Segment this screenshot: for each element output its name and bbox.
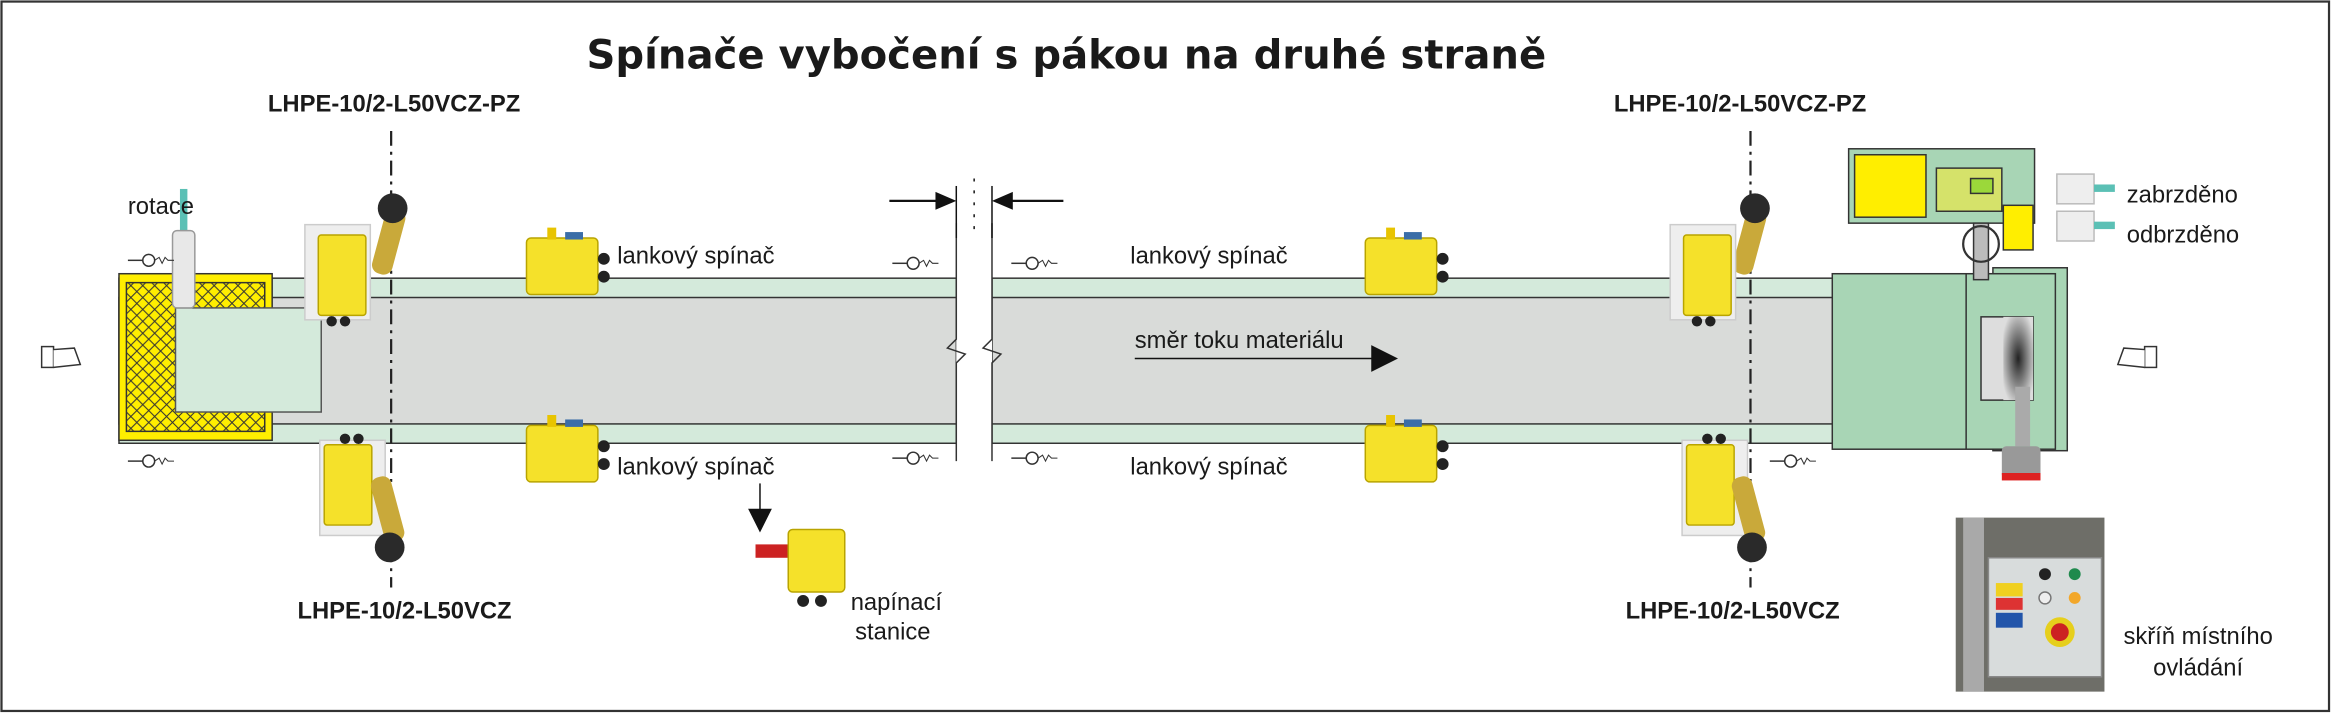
gap-dimension [889,178,1064,239]
drive-motor-brake [1847,148,2036,281]
model-label-bottom-right: LHPE-10/2-L50VCZ [1626,598,1840,625]
local-control-label: skříň místního [2123,623,2272,650]
diagram-title: Spínače vybočení s pákou na druhé straně [586,32,1546,78]
tension-arrow-head [748,508,772,533]
brake-sensors [2056,173,2115,242]
model-label-top-right: LHPE-10/2-L50VCZ-PZ [1614,91,1866,118]
conveyor-right-section [991,277,1835,445]
rotation-label: rotace [128,193,194,220]
model-label-top-left: LHPE-10/2-L50VCZ-PZ [268,91,520,118]
pull-switch-label: lankový spínač [617,453,774,480]
drive-head [1831,267,2069,481]
viewpoint-icon-left [40,345,82,369]
skew-switch-bottom-left [319,432,405,563]
tension-station-switch [755,528,846,607]
flow-arrow-head [1371,345,1399,372]
model-label-bottom-left: LHPE-10/2-L50VCZ [297,598,511,625]
pull-switch-label: lankový spínač [1130,242,1287,269]
viewpoint-icon-right [2116,345,2158,369]
break-mark [945,223,1003,462]
pull-switch-label: lankový spínač [617,242,774,269]
tail-station-guard [118,272,322,442]
released-label: odbrzděno [2127,221,2239,248]
rotation-sensor [171,188,196,309]
tension-station-label: napínací [851,589,943,616]
skew-switch-top-right [1669,193,1770,328]
local-control-cabinet-photo [1955,517,2105,692]
braked-label: zabrzděno [2127,181,2238,208]
tension-station-label: stanice [855,619,930,646]
local-control-label: ovládání [2153,654,2243,681]
flow-direction-label: směr toku materiálu [1135,327,1344,354]
skew-switch-bottom-right [1681,432,1767,563]
pull-switch-label: lankový spínač [1130,453,1287,480]
skew-switch-top-left [304,193,408,328]
